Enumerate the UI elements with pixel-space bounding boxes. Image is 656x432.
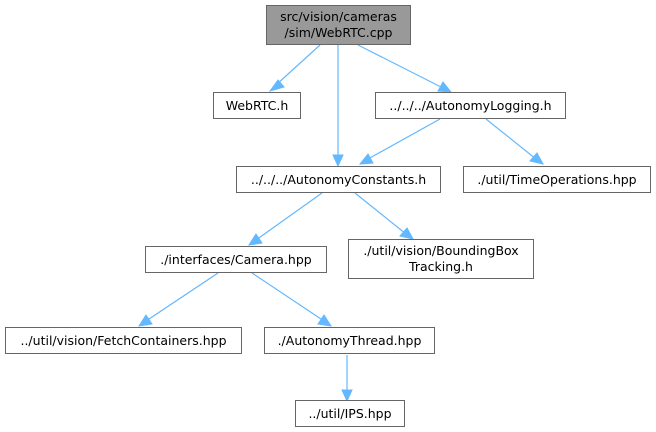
node-camera-label: ./interfaces/Camera.hpp (160, 252, 312, 267)
edge-autonomy-logging-to-time-operations (485, 118, 544, 165)
node-camera[interactable]: ./interfaces/Camera.hpp (145, 246, 327, 273)
node-fetch-containers-label: ../util/vision/FetchContainers.hpp (20, 333, 226, 348)
node-ips[interactable]: ../util/IPS.hpp (295, 400, 405, 427)
node-ips-label: ../util/IPS.hpp (308, 406, 391, 421)
node-autonomy-logging[interactable]: ../../../AutonomyLogging.h (375, 92, 566, 119)
node-bounding-box[interactable]: ./util/vision/BoundingBox Tracking.h (348, 239, 534, 279)
node-autonomy-logging-label: ../../../AutonomyLogging.h (389, 98, 551, 113)
node-bounding-box-label-line2: Tracking.h (408, 259, 473, 274)
node-time-operations[interactable]: ./util/TimeOperations.hpp (463, 166, 651, 193)
edge-camera-to-autonomy-thread (251, 272, 333, 327)
node-autonomy-thread[interactable]: ./AutonomyThread.hpp (264, 327, 435, 354)
edge-autonomy-logging-to-autonomy-constants (358, 118, 441, 165)
node-bounding-box-label-line1: ./util/vision/BoundingBox (363, 243, 518, 258)
node-webrtc-cpp-label-line2: /sim/WebRTC.cpp (285, 25, 393, 40)
edge-autonomy-thread-to-ips (341, 355, 353, 403)
edge-webrtc-cpp-to-autonomy-logging (357, 44, 453, 93)
edge-webrtc-cpp-to-autonomy-constants (332, 45, 344, 168)
edge-autonomy-constants-to-camera (247, 192, 323, 246)
node-time-operations-label: ./util/TimeOperations.hpp (477, 172, 636, 187)
node-autonomy-thread-label: ./AutonomyThread.hpp (278, 333, 422, 348)
node-webrtc-cpp-label-line1: src/vision/cameras (280, 9, 397, 24)
node-webrtc-cpp[interactable]: src/vision/cameras /sim/WebRTC.cpp (266, 5, 411, 45)
edge-camera-to-fetch-containers (137, 272, 219, 327)
edge-autonomy-constants-to-bounding-box (354, 192, 414, 240)
node-fetch-containers[interactable]: ../util/vision/FetchContainers.hpp (5, 327, 242, 354)
node-webrtc-h[interactable]: WebRTC.h (213, 92, 301, 119)
node-autonomy-constants-label: ../../../AutonomyConstants.h (251, 172, 426, 187)
node-autonomy-constants[interactable]: ../../../AutonomyConstants.h (236, 166, 441, 193)
node-webrtc-h-label: WebRTC.h (226, 98, 289, 113)
edge-webrtc-cpp-to-webrtc-h (268, 44, 321, 92)
